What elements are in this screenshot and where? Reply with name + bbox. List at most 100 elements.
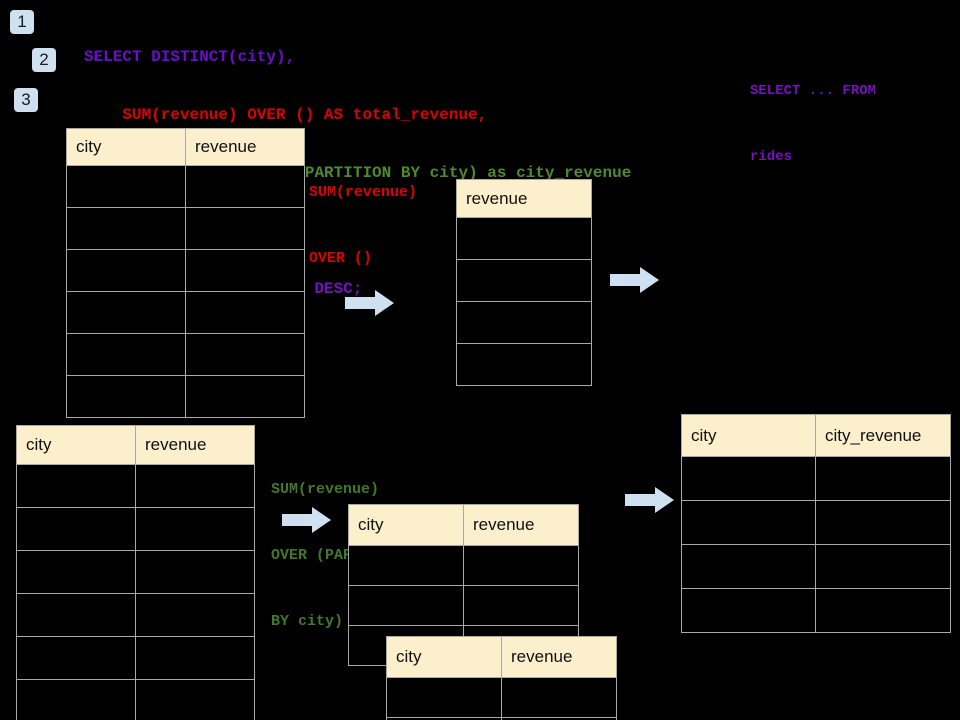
table-row (16, 593, 255, 637)
cell-revenue (185, 165, 305, 208)
column-header-revenue: revenue (501, 636, 617, 678)
cell-city (681, 456, 816, 501)
annotation-city-revenue-line-1: SUM(revenue) (271, 481, 380, 498)
table-row (456, 259, 592, 302)
table-row (16, 464, 255, 508)
column-header-revenue: revenue (463, 504, 579, 546)
cell-revenue (185, 291, 305, 334)
table-row (386, 717, 617, 720)
column-header-city-revenue: city_revenue (815, 414, 951, 457)
cell-city-revenue (815, 544, 951, 589)
table-header-row: city revenue (348, 504, 579, 546)
step-badge-3: 3 (14, 88, 38, 112)
arrow-revenue-to-total (610, 267, 659, 293)
table-row (681, 456, 951, 501)
column-header-city: city (66, 128, 186, 166)
partition-group-table-b: city revenue (386, 636, 617, 720)
cell-revenue (135, 550, 255, 594)
cell-revenue (463, 545, 579, 586)
annotation-total-revenue-line-2: OVER () (309, 250, 373, 267)
cell-city (16, 550, 136, 594)
table-row (66, 165, 305, 208)
rides-source-table: city revenue (66, 128, 305, 418)
annotation-city-revenue-line-3: BY city) (271, 613, 344, 630)
cell-revenue (456, 301, 592, 344)
annotation-city-revenue: SUM(revenue) OVER (PARTITION BY city) (271, 435, 406, 677)
table-row (386, 677, 617, 718)
cell-city-revenue (815, 456, 951, 501)
arrow-rides-to-revenue (345, 290, 394, 316)
table-row (66, 333, 305, 376)
table-row (456, 217, 592, 260)
cell-city (16, 593, 136, 637)
table-row (16, 550, 255, 594)
cell-revenue (456, 343, 592, 386)
table-row (66, 375, 305, 418)
cell-revenue (501, 717, 617, 720)
column-header-city: city (681, 414, 816, 457)
cell-city (16, 507, 136, 551)
table-row (16, 507, 255, 551)
cell-city (66, 291, 186, 334)
table-row (681, 500, 951, 545)
table-row (66, 291, 305, 334)
annotation-total-revenue: SUM(revenue) OVER () (309, 138, 417, 314)
cell-city (66, 249, 186, 292)
table-row (456, 301, 592, 344)
table-header-row: city revenue (66, 128, 305, 166)
cell-city (681, 588, 816, 633)
side-note-line-1: SELECT ... FROM (750, 83, 877, 99)
city-revenue-result-table: city city_revenue (681, 414, 951, 633)
sql-line-select: SELECT DISTINCT(city), (84, 48, 296, 66)
cell-city (681, 544, 816, 589)
cell-city (681, 500, 816, 545)
table-header-row: city revenue (16, 425, 255, 465)
cell-revenue (135, 507, 255, 551)
table-row (456, 343, 592, 386)
cell-city (16, 464, 136, 508)
rides-source-table-partitioned: city revenue (16, 425, 255, 720)
table-row (66, 249, 305, 292)
cell-revenue (456, 259, 592, 302)
cell-revenue (501, 677, 617, 718)
cell-revenue (185, 333, 305, 376)
cell-city (66, 333, 186, 376)
cell-city (66, 165, 186, 208)
table-header-row: city revenue (386, 636, 617, 678)
cell-revenue (135, 593, 255, 637)
column-header-revenue: revenue (185, 128, 305, 166)
side-note-select-from: SELECT ... FROM rides (750, 36, 876, 212)
column-header-revenue: revenue (135, 425, 255, 465)
column-header-city: city (348, 504, 464, 546)
cell-revenue (456, 217, 592, 260)
cell-city (16, 679, 136, 720)
table-header-row: revenue (456, 179, 592, 218)
step-badge-2: 2 (32, 48, 56, 72)
table-row (348, 545, 579, 586)
cell-revenue (185, 375, 305, 418)
cell-city-revenue (815, 588, 951, 633)
table-row (681, 588, 951, 633)
sql-line-total-revenue: SUM(revenue) OVER () AS total_revenue, (84, 106, 488, 124)
cell-revenue (185, 207, 305, 250)
cell-city (16, 636, 136, 680)
table-row (348, 585, 579, 626)
column-header-revenue: revenue (456, 179, 592, 218)
arrow-partitions-to-result (625, 487, 674, 513)
cell-revenue (135, 636, 255, 680)
side-note-line-2: rides (750, 149, 793, 165)
revenue-projection-table: revenue (456, 179, 592, 386)
annotation-total-revenue-line-1: SUM(revenue) (309, 184, 418, 201)
cell-city-revenue (815, 500, 951, 545)
cell-city (386, 677, 502, 718)
column-header-city: city (386, 636, 502, 678)
cell-city (348, 545, 464, 586)
cell-revenue (185, 249, 305, 292)
cell-revenue (463, 585, 579, 626)
table-row (16, 636, 255, 680)
cell-city (348, 585, 464, 626)
table-row (681, 544, 951, 589)
cell-city (66, 375, 186, 418)
table-row (16, 679, 255, 720)
